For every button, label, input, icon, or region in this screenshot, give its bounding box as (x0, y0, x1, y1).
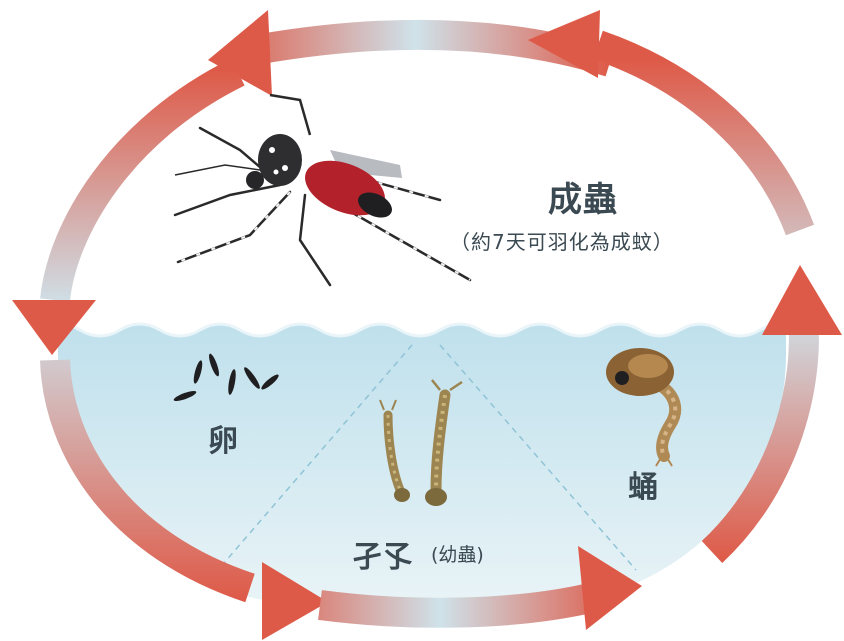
larva-stage-label: 孑孓 (352, 532, 412, 576)
larva-stage-note: (幼蟲) (431, 540, 484, 567)
arrow-top-right-head (528, 10, 600, 78)
arrow-left-shaft (55, 72, 238, 300)
arrow-right-upper-shaft (598, 45, 800, 230)
water-area (40, 324, 800, 640)
adult-stage-label: 成蟲 (548, 172, 618, 221)
adult-stage-note: （約7天可羽化為成蚊） (450, 226, 674, 255)
arrow-right-head (762, 265, 842, 335)
adult-mosquito-image (175, 95, 470, 285)
arrow-bottom-shaft (320, 598, 590, 613)
egg-stage-label: 卵 (208, 416, 238, 460)
pupa-stage-label: 蛹 (628, 462, 658, 506)
water-body (40, 324, 800, 640)
